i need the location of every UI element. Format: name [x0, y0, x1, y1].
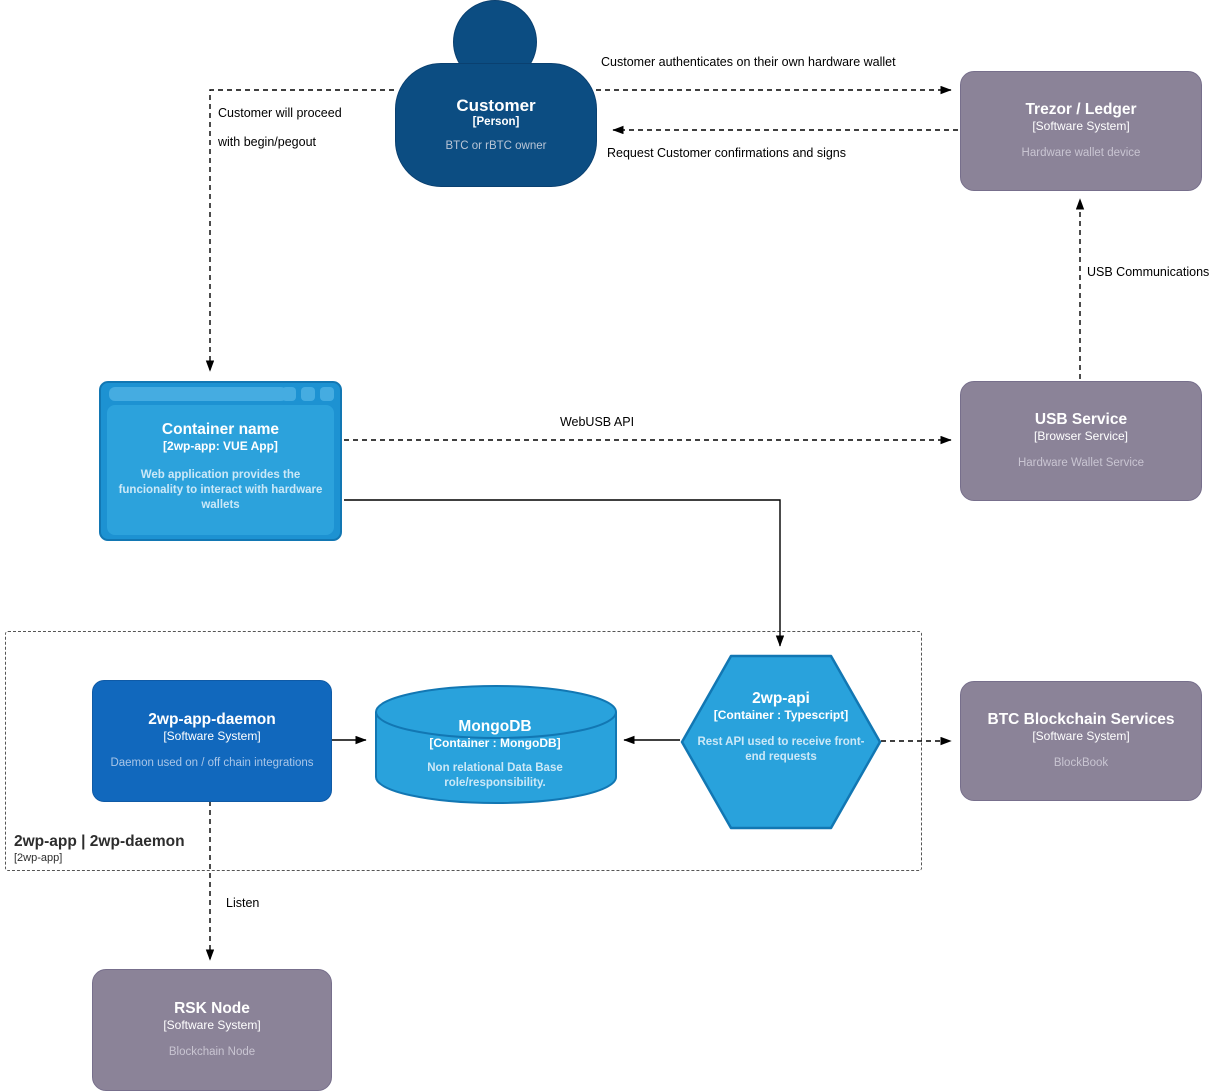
- node-mongodb: MongoDB [Container : MongoDB] Non relati…: [375, 718, 615, 791]
- browser-button-icon: [301, 387, 315, 401]
- api-title: 2wp-api: [752, 690, 810, 707]
- browser-titlebar: [101, 383, 340, 404]
- edge-label-authenticate: Customer authenticates on their own hard…: [601, 55, 896, 69]
- trezor-title: Trezor / Ledger: [1025, 101, 1137, 119]
- browser-button-icon: [282, 387, 296, 401]
- node-trezor-ledger: Trezor / Ledger [Software System] Hardwa…: [960, 71, 1202, 191]
- webapp-description: Web application provides the funcionalit…: [118, 468, 323, 511]
- boundary-title: 2wp-app | 2wp-daemon: [14, 833, 185, 850]
- rsk-subtitle: [Software System]: [163, 1017, 261, 1032]
- node-2wp-app-daemon: 2wp-app-daemon [Software System] Daemon …: [92, 680, 332, 802]
- trezor-description: Hardware wallet device: [1021, 146, 1141, 159]
- api-subtitle: [Container : Typescript]: [713, 707, 849, 722]
- node-rsk-node: RSK Node [Software System] Blockchain No…: [92, 969, 332, 1091]
- btc-subtitle: [Software System]: [1032, 728, 1130, 743]
- usb-service-description: Hardware Wallet Service: [1017, 456, 1145, 469]
- daemon-subtitle: [Software System]: [163, 728, 261, 743]
- daemon-title: 2wp-app-daemon: [148, 711, 276, 729]
- usb-service-title: USB Service: [1034, 411, 1128, 429]
- rsk-description: Blockchain Node: [168, 1045, 256, 1058]
- mongodb-title: MongoDB: [458, 718, 532, 735]
- edge-label-proceed-line2: with begin/pegout: [218, 135, 316, 149]
- api-description: Rest API used to receive front-end reque…: [697, 735, 865, 763]
- browser-content: Container name [2wp-app: VUE App] Web ap…: [107, 405, 334, 535]
- node-2wp-api: 2wp-api [Container : Typescript] Rest AP…: [692, 690, 870, 765]
- customer-title: Customer: [456, 95, 536, 115]
- usb-service-subtitle: [Browser Service]: [1033, 428, 1129, 443]
- edge-label-webusb: WebUSB API: [559, 415, 635, 429]
- customer-description: BTC or rBTC owner: [445, 140, 547, 153]
- node-webapp-container: Container name [2wp-app: VUE App] Web ap…: [99, 381, 342, 541]
- mongodb-cylinder-shape: [375, 685, 617, 804]
- node-customer: Customer [Person] BTC or rBTC owner: [395, 63, 597, 187]
- boundary-label: 2wp-app | 2wp-daemon [2wp-app]: [14, 833, 185, 864]
- edge-label-proceed-line1: Customer will proceed: [218, 106, 342, 120]
- edge-proceed: [205, 89, 394, 372]
- trezor-subtitle: [Software System]: [1032, 118, 1130, 133]
- mongodb-subtitle: [Container : MongoDB]: [429, 735, 561, 750]
- node-usb-service: USB Service [Browser Service] Hardware W…: [960, 381, 1202, 501]
- edge-label-request-sign: Request Customer confirmations and signs: [607, 146, 847, 160]
- browser-address-bar: [109, 387, 287, 401]
- boundary-2wp-app: 2wp-app | 2wp-daemon [2wp-app]: [5, 631, 922, 871]
- btc-title: BTC Blockchain Services: [987, 711, 1175, 729]
- edge-label-listen: Listen: [226, 896, 260, 910]
- edge-webapp-api: [344, 499, 785, 647]
- webapp-title: Container name: [161, 421, 280, 438]
- rsk-title: RSK Node: [174, 1000, 250, 1018]
- daemon-description: Daemon used on / off chain integrations: [110, 756, 314, 769]
- node-btc-blockchain-services: BTC Blockchain Services [Software System…: [960, 681, 1202, 801]
- browser-button-icon: [320, 387, 334, 401]
- customer-subtitle: [Person]: [472, 116, 520, 129]
- webapp-subtitle: [2wp-app: VUE App]: [163, 438, 278, 453]
- api-hexagon-shape: [680, 654, 882, 830]
- btc-description: BlockBook: [1053, 756, 1109, 769]
- mongodb-description: Non relational Data Base role/responsibi…: [427, 761, 563, 789]
- edge-label-usb-comm: USB Communications: [1087, 265, 1210, 279]
- boundary-subtitle: [2wp-app]: [14, 852, 63, 864]
